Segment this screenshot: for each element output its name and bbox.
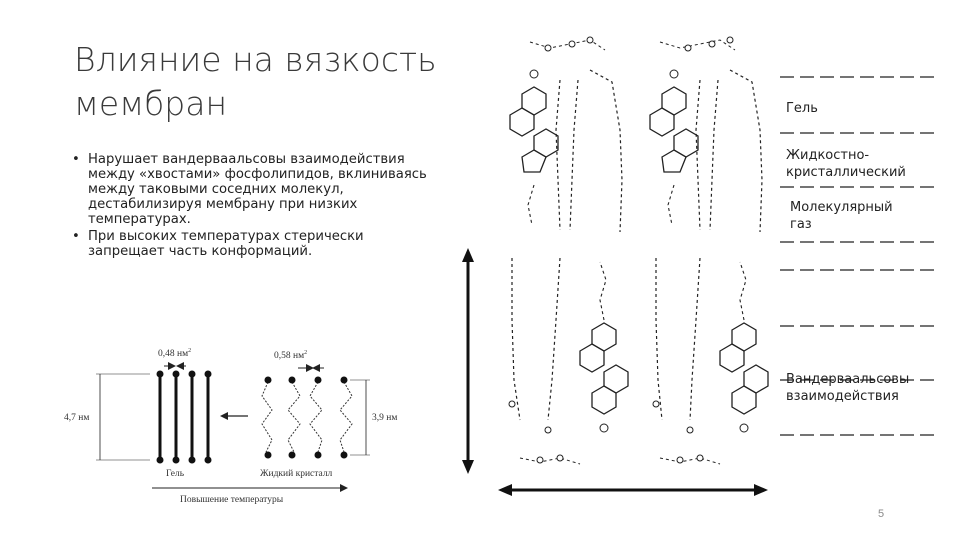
lower-lipid-chains xyxy=(511,257,701,421)
slide-title-line-2: мембран xyxy=(74,84,228,123)
gel-headgroups xyxy=(156,370,212,464)
label-molecular-gas: Молекулярный газ xyxy=(790,199,950,233)
label-vdw-line-1: Вандерваальсовы xyxy=(786,372,910,387)
label-molecular-gas-line-1: Молекулярный xyxy=(790,200,893,215)
gel-caption: Гель xyxy=(166,469,185,479)
label-molecular-gas-line-2: газ xyxy=(790,217,812,232)
head-group-chains xyxy=(519,39,736,465)
phase-separator-lines xyxy=(780,76,935,436)
label-gel: Гель xyxy=(786,101,818,116)
liquid-headgroups xyxy=(264,376,348,459)
page-number: 5 xyxy=(878,508,885,520)
label-vdw-line-2: взаимодействия xyxy=(786,389,899,404)
bullet-item: При высоких температурах стерически запр… xyxy=(70,229,430,259)
slide-title: Влияние на вязкость мембран xyxy=(74,38,494,126)
bullet-item: Нарушает вандерваальсовы взаимодействия … xyxy=(70,152,430,227)
upper-lipid-chains xyxy=(555,69,763,233)
gel-height-label: 4,7 нм xyxy=(64,413,89,423)
label-liquid-crystal-line-2: кристаллический xyxy=(786,165,906,180)
liquid-crystal-caption: Жидкий кристалл xyxy=(260,468,333,479)
gel-lipid-rods xyxy=(158,376,210,458)
liquid-height-label: 3,9 нм xyxy=(372,413,397,423)
cholesterol-rings xyxy=(509,86,769,415)
gel-area-label: 0,48 нм2 xyxy=(158,348,191,359)
slide-title-line-1: Влияние на вязкость xyxy=(74,40,437,79)
temperature-caption: Повышение температуры xyxy=(180,495,284,505)
label-liquid-crystal-line-1: Жидкостно- xyxy=(786,148,870,163)
label-vdw: Вандерваальсовы взаимодействия xyxy=(786,371,946,405)
label-liquid-crystal: Жидкостно- кристаллический xyxy=(786,147,946,181)
liquid-area-label: 0,58 нм2 xyxy=(274,350,307,361)
liquid-lipid-chains xyxy=(261,381,353,453)
cholesterol-tails xyxy=(527,184,747,321)
bullet-list: Нарушает вандерваальсовы взаимодействия … xyxy=(70,152,430,261)
hydroxyl-atoms xyxy=(508,36,749,464)
